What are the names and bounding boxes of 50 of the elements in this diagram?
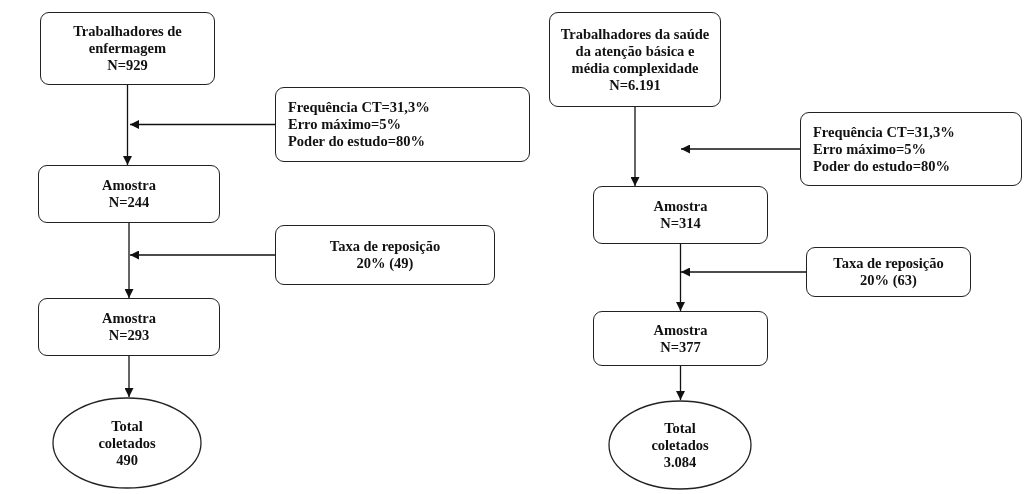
- arrow: [123, 84, 132, 166]
- node-text: Trabalhadores de enfermagem: [72, 23, 183, 57]
- node-text: Trabalhadores da saúde da atenção básica e média complexidade: [559, 25, 711, 77]
- node-text: coletados: [98, 434, 156, 452]
- process-box: [38, 165, 220, 223]
- terminal-ellipse: [608, 400, 752, 490]
- terminal-ellipse: [52, 397, 202, 489]
- arrow: [124, 355, 134, 398]
- node-text: N=293: [108, 327, 150, 344]
- process-box: [275, 87, 530, 162]
- node-text: Erro máximo=5%: [813, 140, 927, 158]
- process-box: [40, 12, 215, 85]
- arrow: [129, 120, 276, 129]
- node-text: Frequência CT=31,3%: [288, 99, 430, 116]
- arrow: [680, 267, 807, 277]
- process-box: [38, 298, 220, 356]
- process-box: [800, 112, 1022, 186]
- node-text: Amostra: [102, 310, 156, 327]
- arrow: [630, 106, 640, 187]
- process-box: [593, 311, 768, 366]
- node-text: Total: [664, 419, 696, 437]
- arrow: [676, 243, 685, 312]
- node-text: 20% (49): [356, 255, 414, 272]
- node-text: Poder do estudo=80%: [288, 133, 425, 150]
- node-text: Total: [111, 417, 143, 435]
- node-text: N=377: [660, 338, 701, 356]
- node-text: Taxa de reposição: [833, 255, 944, 272]
- node-text: Amostra: [102, 177, 156, 194]
- node-text: N=244: [108, 194, 150, 211]
- process-box: [806, 247, 971, 297]
- node-text: Amostra: [653, 198, 708, 215]
- arrow: [676, 365, 685, 401]
- node-text: 3.084: [663, 453, 697, 471]
- node-text: N=314: [660, 215, 701, 232]
- process-box: [549, 12, 721, 107]
- arrow: [129, 250, 276, 260]
- node-text: coletados: [651, 436, 709, 454]
- process-box: [275, 225, 495, 285]
- arrow: [124, 222, 134, 299]
- node-text: Taxa de reposição: [329, 238, 441, 255]
- node-text: N=6.191: [609, 76, 661, 94]
- node-text: Amostra: [653, 321, 708, 339]
- node-text: Poder do estudo=80%: [813, 157, 950, 175]
- node-text: Frequência CT=31,3%: [813, 123, 955, 141]
- process-box: [593, 186, 768, 244]
- node-text: N=929: [107, 57, 148, 74]
- node-text: Erro máximo=5%: [288, 116, 402, 133]
- arrow: [680, 144, 801, 154]
- node-text: 490: [116, 451, 138, 469]
- node-text: 20% (63): [860, 272, 917, 289]
